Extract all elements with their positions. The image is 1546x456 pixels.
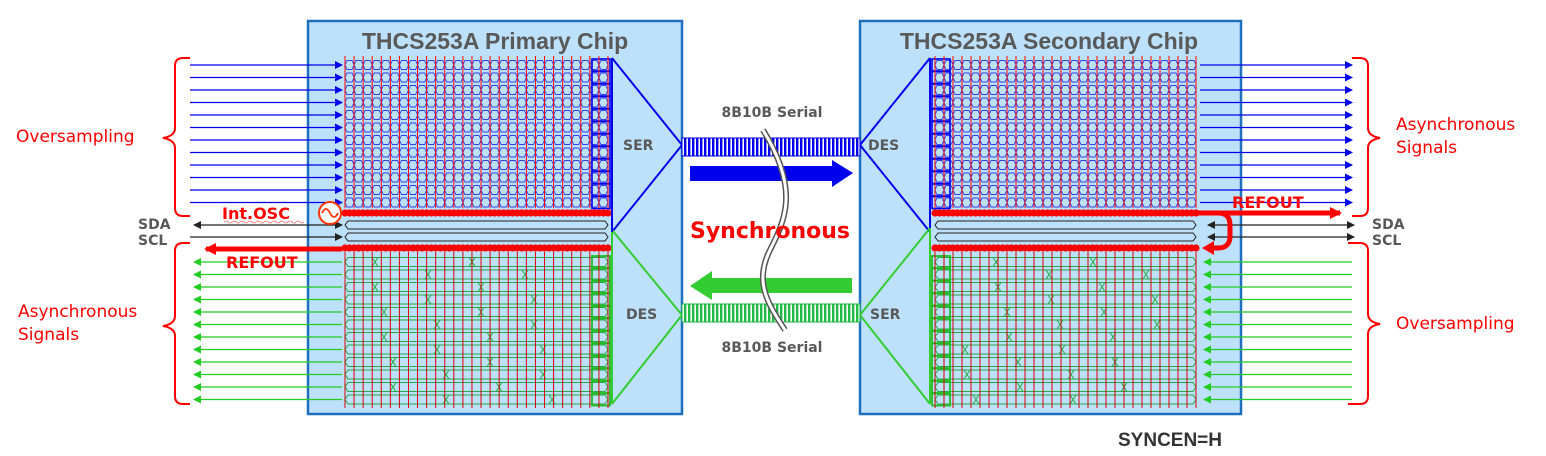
signal-transition bbox=[530, 294, 538, 305]
left-refout-label: REFOUT bbox=[226, 253, 298, 272]
forward-direction-arrow bbox=[690, 160, 853, 187]
left-bottom-brace bbox=[162, 242, 190, 405]
reverse-serial-label: 8B10B Serial bbox=[722, 340, 823, 356]
left-sda-label: SDA bbox=[138, 217, 171, 233]
signal-transition bbox=[380, 332, 388, 342]
signal-transition bbox=[389, 382, 397, 392]
secondary-ser-label: SER bbox=[870, 307, 901, 323]
signal-transition bbox=[371, 257, 379, 267]
secondary-des-label: DES bbox=[868, 138, 899, 154]
signal-transition bbox=[521, 269, 529, 280]
right-sda-label: SDA bbox=[1372, 217, 1405, 233]
signal-transition bbox=[1151, 294, 1159, 305]
syncen-label: SYNCEN=H bbox=[1118, 430, 1222, 451]
signal-transition bbox=[1016, 382, 1024, 392]
signal-transition bbox=[380, 307, 388, 317]
signal-transition bbox=[1056, 319, 1064, 330]
left-async-label-line1: Asynchronous bbox=[18, 302, 137, 322]
signal-transition bbox=[972, 394, 980, 405]
right-bottom-brace bbox=[1348, 242, 1381, 405]
int-osc-underline bbox=[223, 220, 305, 224]
primary-des-label: DES bbox=[626, 307, 657, 323]
signal-transition bbox=[424, 294, 432, 305]
signal-transition bbox=[961, 344, 969, 355]
clock-sample-dot bbox=[1192, 244, 1200, 252]
signal-transition bbox=[1058, 344, 1066, 355]
sda-bus bbox=[344, 220, 609, 230]
reverse-direction-arrow bbox=[690, 271, 852, 300]
left-oversampling-label: Oversampling bbox=[16, 127, 135, 147]
left-scl-label: SCL bbox=[138, 233, 167, 249]
left-top-brace bbox=[162, 57, 190, 217]
right-async-label-line1: Asynchronous bbox=[1396, 115, 1515, 135]
signal-transition bbox=[442, 394, 450, 405]
right-top-brace bbox=[1352, 57, 1381, 217]
oscillator-icon bbox=[318, 201, 342, 225]
scl-bus bbox=[344, 232, 609, 242]
secondary-chip-title: THCS253A Secondary Chip bbox=[900, 28, 1198, 54]
register-cell bbox=[591, 392, 611, 407]
int-osc-label: Int.OSC bbox=[222, 204, 290, 223]
refout-loopback-head bbox=[1202, 241, 1214, 255]
right-async-label-line2: Signals bbox=[1396, 138, 1457, 158]
register-cell bbox=[931, 392, 951, 407]
signal-transition bbox=[1089, 257, 1097, 267]
signal-transition bbox=[371, 282, 379, 292]
left-async-label-line2: Signals bbox=[18, 325, 79, 345]
right-oversampling-label: Oversampling bbox=[1396, 314, 1515, 334]
forward-serial-label: 8B10B Serial bbox=[722, 105, 823, 121]
signal-transition bbox=[1098, 282, 1106, 292]
sda-bus bbox=[934, 220, 1197, 230]
refout-loopback-arrow bbox=[1198, 210, 1233, 251]
scl-bus bbox=[934, 232, 1197, 242]
signal-transition bbox=[1045, 269, 1053, 280]
clock-sample-dot bbox=[604, 209, 612, 217]
primary-chip-title: THCS253A Primary Chip bbox=[362, 28, 628, 54]
signal-transition bbox=[433, 319, 441, 330]
synchronous-label: Synchronous bbox=[690, 219, 850, 244]
register-cell bbox=[931, 195, 951, 210]
signal-transition bbox=[433, 344, 441, 355]
right-scl-label: SCL bbox=[1372, 233, 1401, 249]
primary-ser-label: SER bbox=[623, 138, 654, 154]
register-cell bbox=[591, 195, 611, 210]
signal-transition bbox=[963, 369, 971, 380]
signal-transition bbox=[1142, 269, 1150, 280]
signal-transition bbox=[1153, 319, 1161, 330]
signal-transition bbox=[389, 357, 397, 367]
clock-sample-dot bbox=[604, 244, 612, 252]
signal-transition bbox=[1067, 369, 1075, 380]
cable-icon bbox=[759, 128, 789, 332]
signal-transition bbox=[1069, 394, 1077, 405]
right-refout-label: REFOUT bbox=[1232, 193, 1304, 212]
signal-transition bbox=[442, 369, 450, 380]
signal-transition bbox=[1047, 294, 1055, 305]
signal-transition bbox=[530, 319, 538, 330]
signal-transition bbox=[424, 269, 432, 280]
